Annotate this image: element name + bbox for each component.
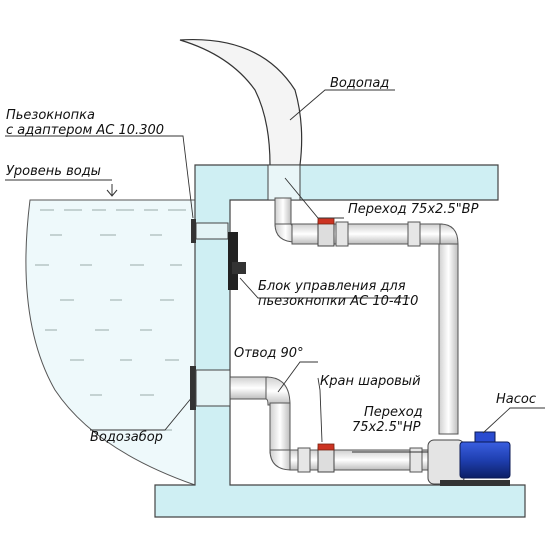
pool-water xyxy=(25,199,196,486)
label-adapter-bottom-line1: Переход xyxy=(364,405,423,420)
piezo-control-unit xyxy=(228,232,246,290)
pipe-top-run xyxy=(274,197,459,435)
label-adapter-top: Переход 75х2.5"ВР xyxy=(348,202,479,217)
water-ripples xyxy=(35,209,186,431)
piezo-button xyxy=(191,219,229,243)
ball-valve-top xyxy=(317,217,335,247)
label-control-unit: Блок управления для пьезокнопки АС 10-41… xyxy=(258,279,418,309)
label-water-level: Уровень воды xyxy=(6,164,101,179)
label-piezo-button-line1: Пьезокнопка xyxy=(6,108,95,123)
waterfall-nozzle xyxy=(267,164,301,201)
label-intake: Водозабор xyxy=(90,430,163,445)
leader-lines xyxy=(5,89,545,453)
label-control-unit-line1: Блок управления для xyxy=(258,279,406,294)
water-level-marker xyxy=(106,184,118,197)
label-adapter-bottom-line2: 75х2.5"НР xyxy=(352,420,421,435)
waterfall-stream xyxy=(179,38,303,166)
label-pump: Насос xyxy=(496,392,536,407)
label-ball-valve: Кран шаровый xyxy=(320,374,421,389)
ball-valve-bottom xyxy=(317,443,335,473)
label-piezo-button-line2: с адаптером АС 10.300 xyxy=(6,123,165,138)
label-elbow: Отвод 90° xyxy=(234,346,304,361)
label-adapter-bottom: Переход 75х2.5"НР xyxy=(352,405,423,435)
label-control-unit-line2: пьезокнопки АС 10-410 xyxy=(258,294,419,309)
pump xyxy=(427,431,511,486)
label-piezo-button: Пьезокнопка с адаптером АС 10.300 xyxy=(6,108,164,138)
pool-wall xyxy=(154,164,526,518)
label-waterfall: Водопад xyxy=(330,76,390,91)
intake-fitting xyxy=(190,366,231,410)
